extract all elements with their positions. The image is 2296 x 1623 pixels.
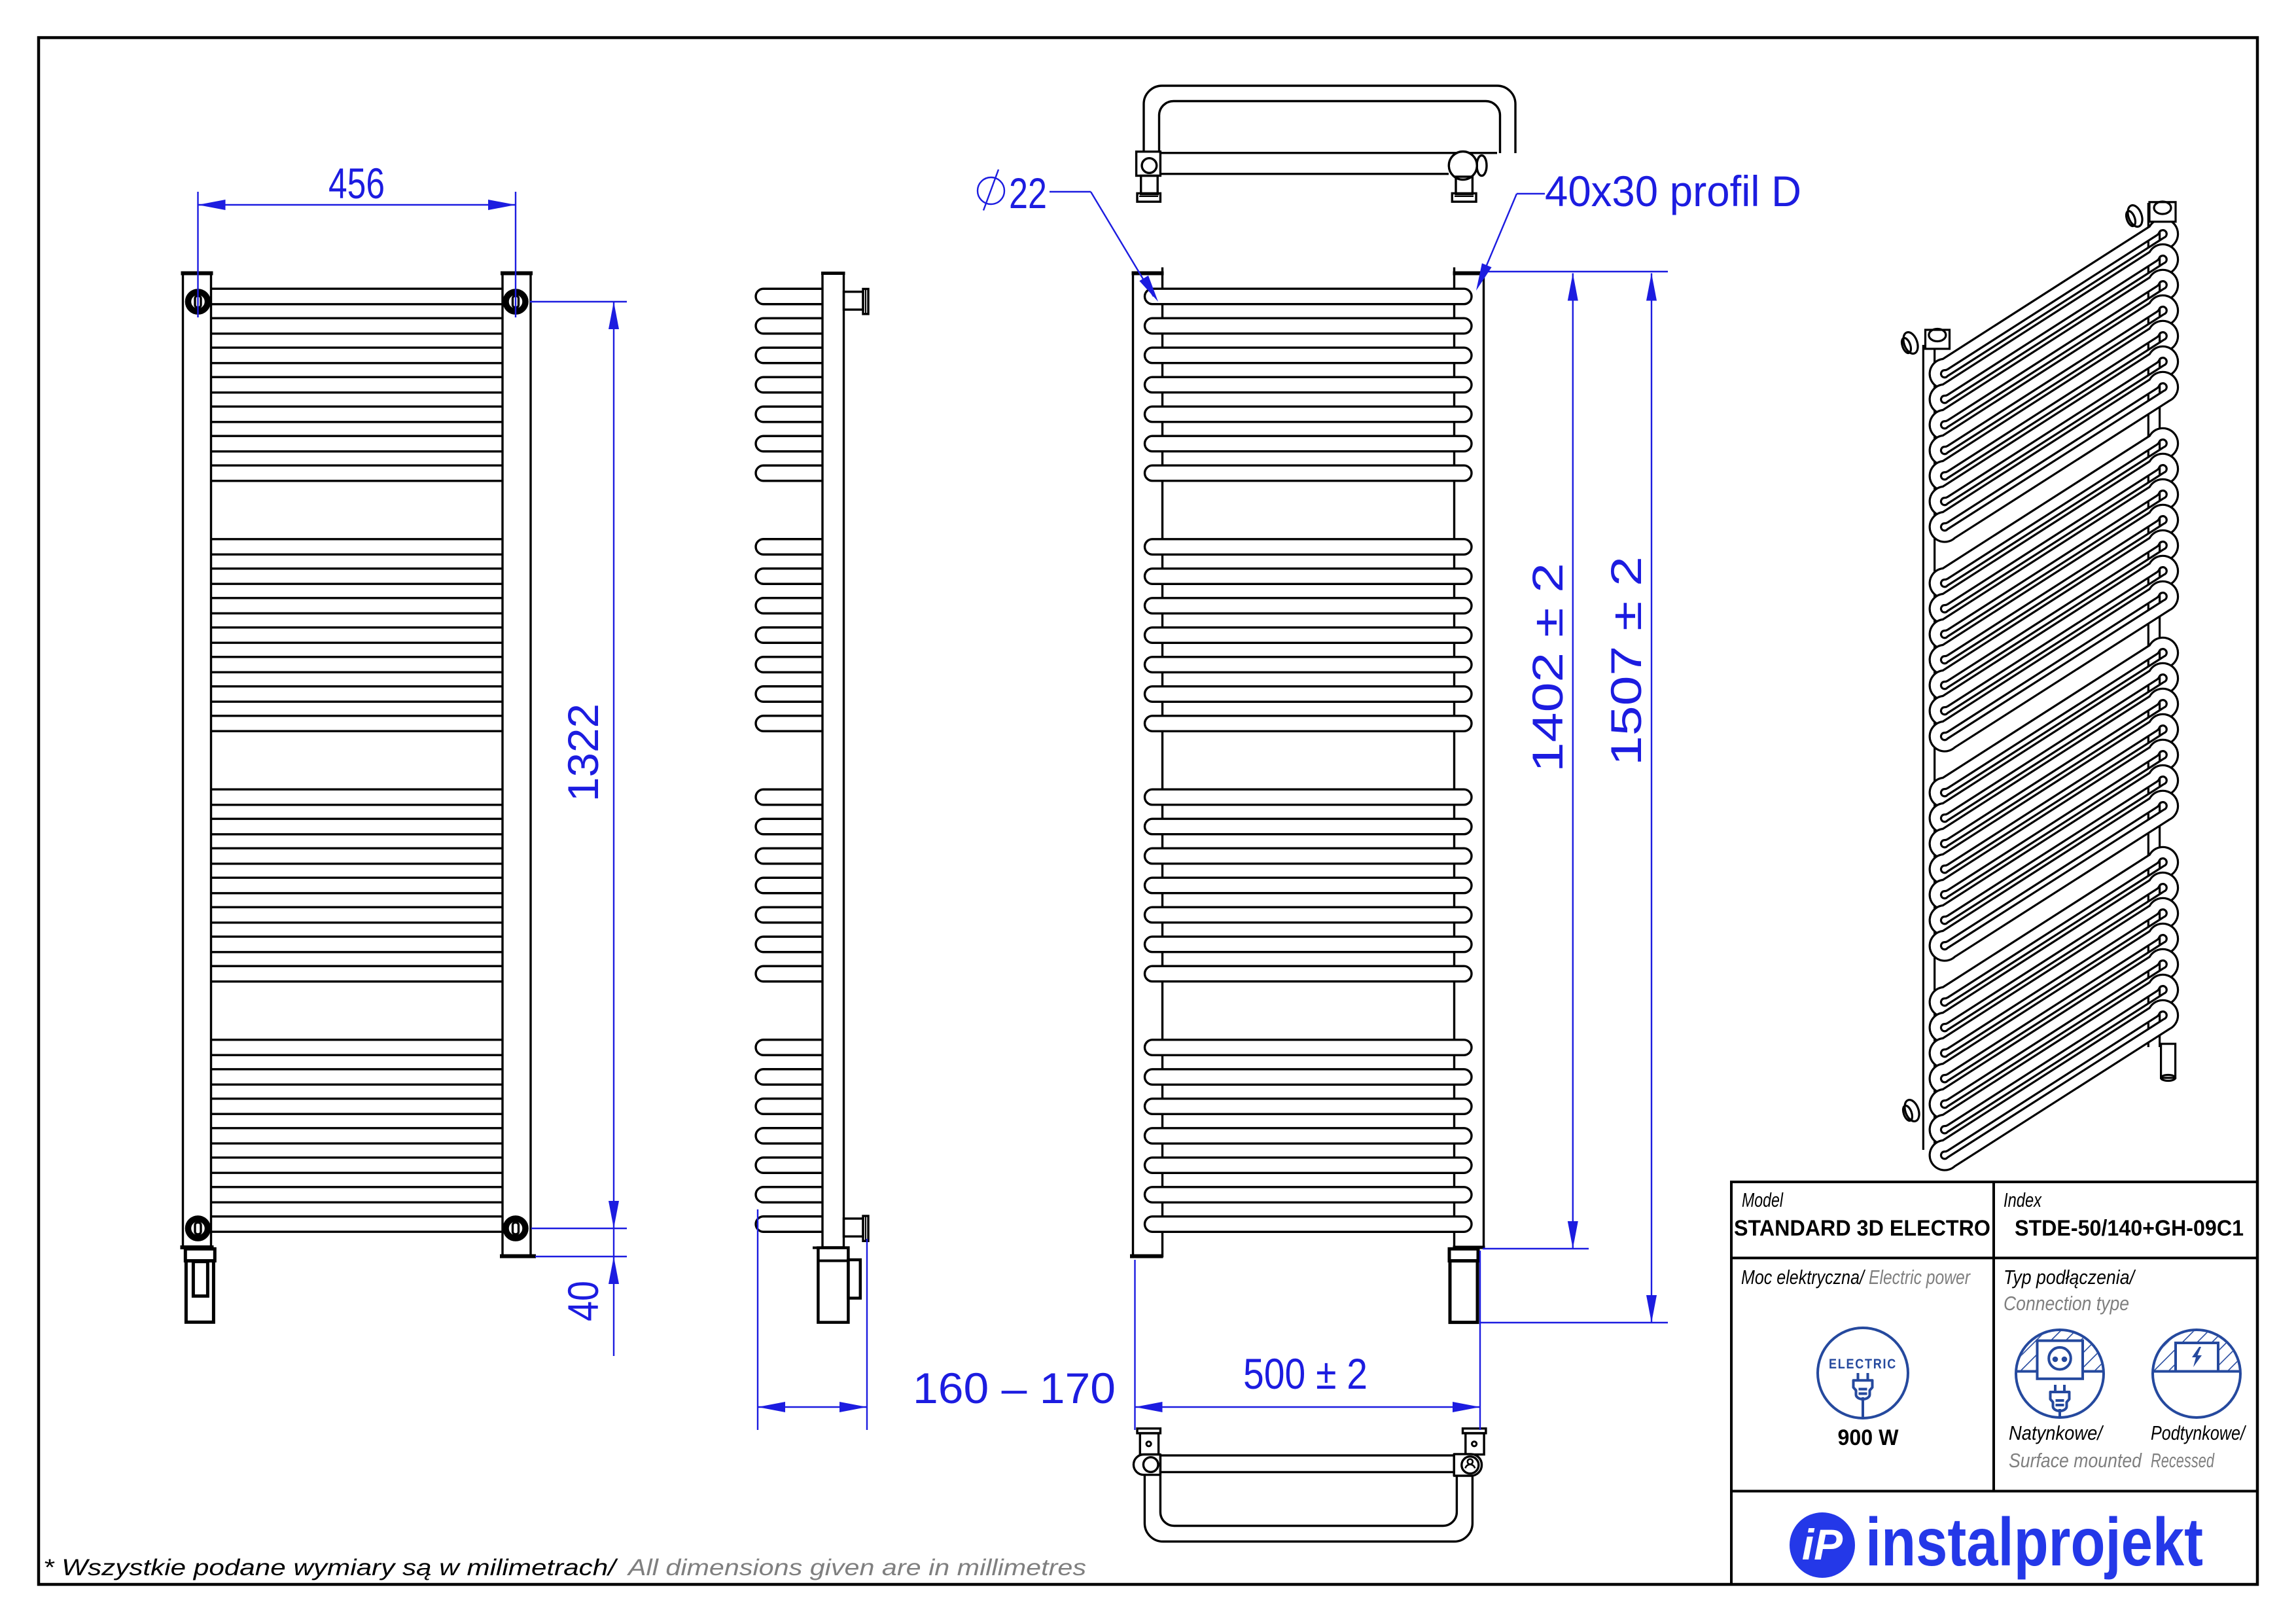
svg-text:Connection type: Connection type <box>2004 1292 2129 1315</box>
svg-text:STDE-50/140+GH-09C1: STDE-50/140+GH-09C1 <box>2015 1216 2244 1241</box>
svg-text:1322: 1322 <box>559 704 607 802</box>
svg-text:500 ± 2: 500 ± 2 <box>1243 1349 1368 1398</box>
svg-text:Typ podłączenia/: Typ podłączenia/ <box>2004 1266 2136 1289</box>
svg-text:160 – 170: 160 – 170 <box>913 1364 1116 1412</box>
svg-text:STANDARD 3D ELECTRO: STANDARD 3D ELECTRO <box>1734 1216 1990 1241</box>
svg-text:Surface mounted: Surface mounted <box>2009 1449 2143 1472</box>
svg-text:ELECTRIC: ELECTRIC <box>1829 1357 1897 1372</box>
svg-text:iP: iP <box>1802 1520 1843 1569</box>
svg-text:instalprojekt: instalprojekt <box>1865 1505 2203 1580</box>
svg-text:40x30 profil D: 40x30 profil D <box>1545 167 1801 215</box>
svg-text:22: 22 <box>1009 169 1047 217</box>
svg-text:40: 40 <box>559 1281 607 1321</box>
svg-text:456: 456 <box>328 159 385 207</box>
svg-text:Recessed: Recessed <box>2151 1449 2215 1472</box>
svg-text:Natynkowe/: Natynkowe/ <box>2009 1421 2104 1444</box>
svg-text:All dimensions given are in mi: All dimensions given are in millimetres <box>627 1555 1086 1580</box>
svg-text:1507 ± 2: 1507 ± 2 <box>1602 556 1650 766</box>
svg-text:Moc elektryczna/: Moc elektryczna/ <box>1741 1266 1866 1289</box>
svg-text:* Wszystkie podane wymiary są: * Wszystkie podane wymiary są w milimetr… <box>43 1555 618 1580</box>
svg-text:Model: Model <box>1742 1188 1784 1211</box>
svg-text:Electric power: Electric power <box>1869 1266 1971 1289</box>
svg-text:900 W: 900 W <box>1838 1425 1899 1450</box>
svg-text:1402 ± 2: 1402 ± 2 <box>1523 563 1572 772</box>
svg-text:Index: Index <box>2004 1188 2042 1211</box>
svg-text:Podtynkowe/: Podtynkowe/ <box>2151 1421 2247 1444</box>
